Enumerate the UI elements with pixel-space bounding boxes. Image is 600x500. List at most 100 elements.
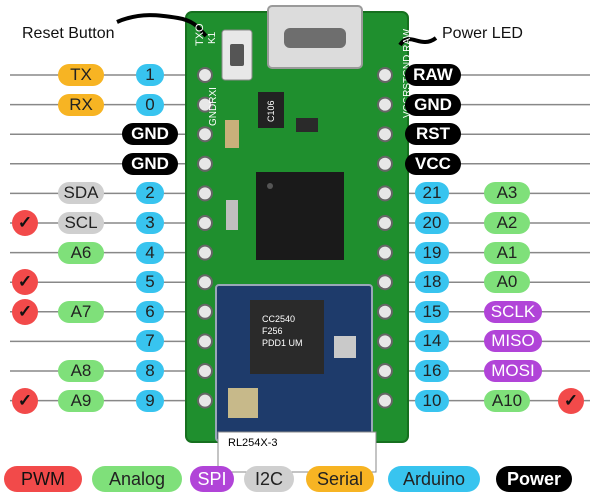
pin-pad-right [377,244,393,261]
pin-number: 3 [136,212,164,234]
pin-label-serial: TX [58,64,104,86]
pin-pad-left [197,126,213,143]
capacitor [225,120,239,148]
pin-pad-left [197,274,213,291]
pin-number: 1 [136,64,164,86]
regulator-chip [258,92,284,128]
legend-item-spi: SPI [190,466,234,492]
legend-item-power: Power [496,466,572,492]
pin-label-i2c: SDA [58,182,104,205]
legend-item-i2c: I2C [244,466,294,492]
pin-pad-right [377,126,393,143]
pin-pad-left [197,333,213,350]
reset-button-cap [230,44,244,66]
silk-txo: TXO [194,23,206,46]
pin-number: 9 [136,389,164,412]
pin-number: 0 [136,93,164,116]
chip-label: C106 [266,100,276,122]
led-callout-line [398,36,438,47]
pin-label-power: GND [122,152,178,175]
power-led-callout: Power LED [442,25,523,42]
pin-label-analog: A2 [484,212,530,234]
pin-number: 4 [136,241,164,264]
pin-number: 10 [415,389,449,412]
pin-number: 19 [415,241,449,264]
pin-label-power: GND [122,123,178,146]
pin-number: 18 [415,271,449,294]
pin-number: 8 [136,360,164,382]
pin-label-power: RST [405,123,461,146]
transistor [296,118,318,132]
pin-pad-left [197,303,213,320]
pin-label-analog: A8 [58,360,104,382]
pwm-check-icon: ✓ [558,387,584,414]
pin-label-analog: A1 [484,241,530,264]
module-text: F256 [262,326,283,336]
pin-pad-right [377,363,393,379]
crystal [226,200,238,230]
pin-label-analog: A7 [58,300,104,323]
legend-item-arduino: Arduino [388,466,480,492]
pin-pad-left [197,392,213,409]
ble-chip [250,300,324,374]
pin-pad-right [377,303,393,320]
pin-number: 21 [415,182,449,205]
pin-label-i2c: SCL [58,212,104,234]
silk-k1: K1 [207,31,218,44]
pin-number: 7 [136,330,164,353]
pin-pad-right [377,96,393,113]
reset-button-callout: Reset Button [22,25,115,42]
pin-label-analog: A9 [58,389,104,412]
pin-pad-right [377,67,393,83]
pin-label-serial: RX [58,93,104,116]
pin-pad-right [377,215,393,231]
pin-pad-left [197,96,213,113]
silk-left: GNDRXI [208,87,219,126]
pin-label-spi: MOSI [484,360,542,382]
pin-label-analog: A6 [58,241,104,264]
pwm-check-icon: ✓ [12,298,38,325]
pin-pad-left [197,185,213,202]
pin-number: 2 [136,182,164,205]
pin-pad-right [377,185,393,202]
pin-pad-left [197,155,213,172]
ble-crystal-2 [334,336,356,358]
module-bottom-text: RL254X-3 [228,437,278,449]
pin-number: 6 [136,300,164,323]
reset-callout-line [116,13,208,38]
pin-label-spi: SCLK [484,300,542,323]
pin-number: 5 [136,271,164,294]
pin-number: 16 [415,360,449,382]
module-text: PDD1 UM [262,338,303,348]
pwm-check-icon: ✓ [12,210,38,236]
pin-pad-left [197,244,213,261]
antenna-pad [217,431,377,473]
pin-pad-right [377,155,393,172]
usb-port [284,28,346,48]
pin-number: 15 [415,300,449,323]
legend-item-analog: Analog [92,466,182,492]
pin-number: 14 [415,330,449,353]
pin-label-analog: A10 [484,389,530,412]
pin-label-power: GND [405,93,461,116]
module-text: CC2540 [262,314,295,324]
pin-label-spi: MISO [484,330,542,353]
pwm-check-icon: ✓ [12,269,38,296]
pin-label-power: VCC [405,152,461,175]
pin-label-analog: A0 [484,271,530,294]
pin-pad-right [377,392,393,409]
pin-pad-right [377,274,393,291]
pin-pad-left [197,67,213,83]
ble-crystal [228,388,258,418]
pin-label-analog: A3 [484,182,530,205]
pin-pad-left [197,215,213,231]
pin-number: 20 [415,212,449,234]
pwm-check-icon: ✓ [12,387,38,414]
pin-pad-left [197,363,213,379]
pin-label-power: RAW [405,64,461,86]
legend-item-pwm: PWM [4,466,82,492]
mcu-pin1-mark [267,183,273,189]
legend-item-serial: Serial [306,466,374,492]
